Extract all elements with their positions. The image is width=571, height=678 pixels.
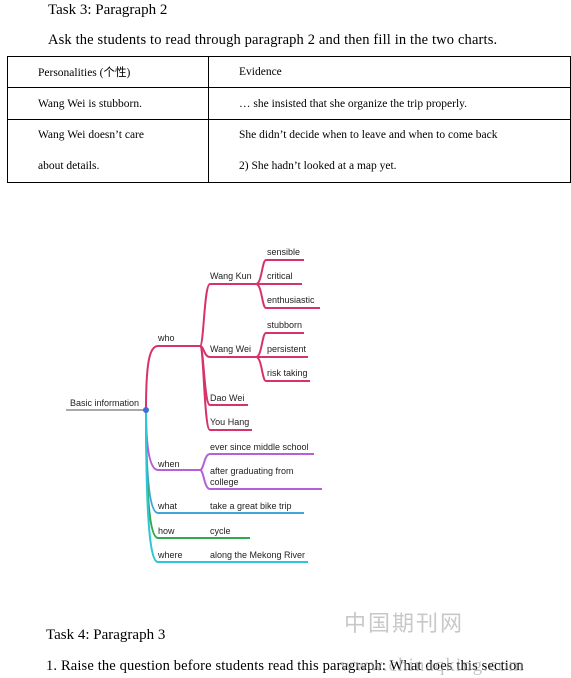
task4-heading: Task 4: Paragraph 3 [46,627,166,643]
who-branch [145,259,320,431]
root-node [143,407,149,413]
evidence-line: 2) She hadn’t looked at a map yet. [239,160,397,172]
wang-kun-label: Wang Kun [210,271,252,281]
personality-cell: Wang Wei doesn’t care about details. [7,119,209,183]
where-value: along the Mekong River [210,550,305,560]
trait-label: persistent [267,344,307,354]
task4-line-start: 1. Raise the question before students re… [46,658,319,674]
trait-label: sensible [267,247,300,257]
personality-evidence-table: Personalities (个性) Evidence Wang Wei is … [7,56,571,183]
wang-wei-label: Wang Wei [210,344,251,354]
what-label: what [157,501,178,511]
evidence-cell: … she insisted that she organize the tri… [208,87,571,120]
personality-line: about details. [38,160,100,172]
what-value: take a great bike trip [210,501,292,511]
personality-line: Wang Wei doesn’t care [38,129,144,141]
when-item-label: college [210,477,239,487]
table-row: Wang Wei doesn’t care about details. She… [7,119,571,183]
when-item-label: ever since middle school [210,442,309,452]
mind-map: Basic information who Wang Kun sensible … [66,247,322,563]
trait-label: risk taking [267,368,308,378]
trait-label: stubborn [267,320,302,330]
trait-connector [255,356,310,382]
table-row: Wang Wei is stubborn. … she insisted tha… [7,87,571,120]
when-item-label: after graduating from [210,466,294,476]
who-connector [145,345,200,411]
task4-line-end: paragraph: What does this section [322,658,524,674]
wang-kun-connector [199,283,256,347]
task3-heading: Task 3: Paragraph 2 [48,2,168,18]
evidence-cell: She didn’t decide when to leave and when… [208,119,571,183]
header-personalities: Personalities (个性) [7,56,209,88]
trait-label: critical [267,271,293,281]
trait-label: enthusiastic [267,295,315,305]
how-label: how [158,526,175,536]
dao-wei-label: Dao Wei [210,393,244,403]
when-label: when [157,459,180,469]
root-label: Basic information [70,398,139,408]
watermark-url: www.chinaqking.com [340,655,525,676]
watermark-cn: 中国期刊网 [344,612,465,637]
trait-connector [255,283,320,309]
how-value: cycle [210,526,231,536]
where-label: where [157,550,183,560]
you-hang-connector [199,345,252,431]
where-branch [145,409,308,563]
when-item-connector [199,469,322,490]
task3-instruction: Ask the students to read through paragra… [48,32,498,48]
task4-line: 1. Raise the question before students re… [46,658,524,675]
who-label: who [157,333,175,343]
you-hang-label: You Hang [210,417,249,427]
evidence-line: She didn’t decide when to leave and when… [239,129,498,141]
